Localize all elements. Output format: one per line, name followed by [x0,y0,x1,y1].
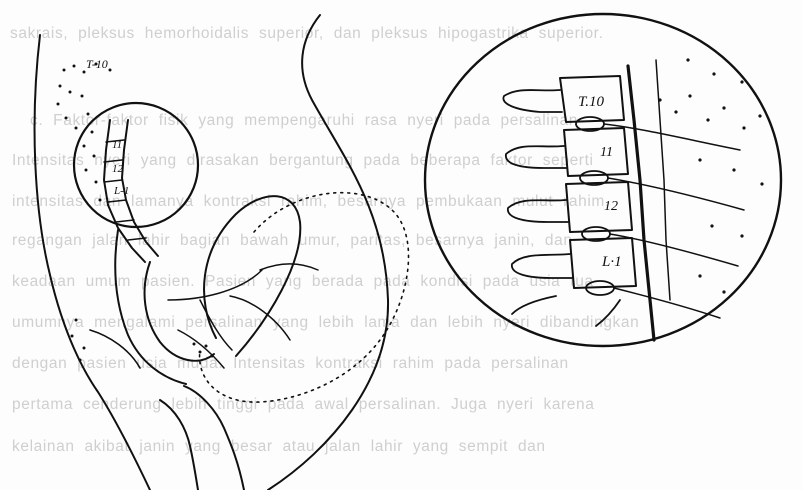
pubic-bone-outline [184,386,244,490]
abdomen-outline [268,15,388,490]
dotted-uterus-outline [200,193,409,402]
pelvic-cavity-curve [145,262,214,361]
vertebral-processes [503,90,620,326]
spine-inset-figure: T.10 11 12 L·1 [425,14,781,346]
sacrum-outline [115,230,186,384]
level-label: T-10 [86,57,108,71]
spine-inset-circle [74,103,198,227]
inset-label: T.10 [578,94,604,110]
nerve-branches [168,264,318,368]
vaginal-canal-outline [160,400,198,490]
nerve-roots [604,124,744,318]
nerve-dots-upper [57,63,214,362]
spinal-canal-line-outer [656,60,670,300]
spinal-canal-line [628,66,654,340]
inset-label: L·1 [601,254,622,270]
inset-label: 11 [600,145,613,160]
inset-circle [425,14,781,346]
level-label: 11 [112,139,122,151]
level-label: 12 [112,163,124,175]
sagittal-pelvis-figure: T-10 11 12 L-1 [35,15,409,490]
inset-label: 12 [604,199,618,214]
level-label: L-1 [113,185,129,197]
